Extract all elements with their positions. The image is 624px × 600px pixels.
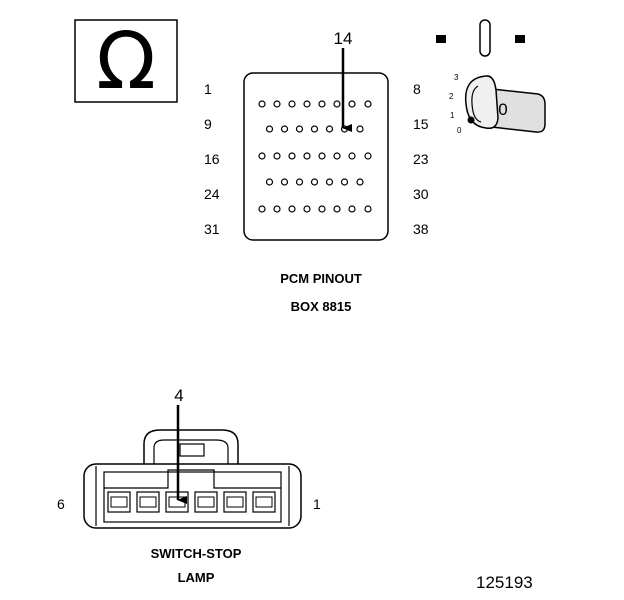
pcm-pin (318, 205, 326, 213)
switch-terminal-contact (110, 496, 128, 508)
connector-keyway (104, 469, 281, 489)
pcm-row1-end-label: 8 (413, 81, 421, 97)
pcm-row3-end-label: 23 (413, 151, 429, 167)
pcm-pin (333, 152, 341, 160)
switch-right-pin-label: 1 (313, 496, 321, 512)
pcm-pin (288, 205, 296, 213)
figure-number: 125193 (476, 573, 533, 592)
pcm-pin (303, 152, 311, 160)
pcm-pin (288, 100, 296, 108)
switch-terminal-row (107, 491, 276, 513)
pcm-pin (303, 205, 311, 213)
pcm-pin (364, 100, 372, 108)
pcm-pin (265, 178, 274, 186)
pcm-pin (364, 205, 372, 213)
pcm-pin (356, 178, 364, 186)
pcm-pin (295, 125, 304, 133)
switch-stop-lamp-connector: 6 1 4 SWITCH-STOP LAMP (57, 386, 321, 585)
ignition-position-1: 1 (450, 111, 455, 120)
pcm-row5-end-label: 38 (413, 221, 429, 237)
pcm-pin (356, 125, 364, 133)
ignition-position-3: 3 (454, 73, 459, 82)
ohmmeter-frame (74, 19, 178, 103)
pcm-pin (310, 178, 319, 186)
ignition-left-marker (436, 35, 446, 43)
pcm-pin (318, 152, 326, 160)
pcm-connector: 1 9 16 24 31 8 15 23 30 38 14 PCM PINOUT… (204, 29, 429, 314)
pcm-pin (295, 178, 304, 186)
pcm-caption-line2: BOX 8815 (291, 299, 352, 314)
key-mark: 0 (498, 100, 507, 119)
key-bow (471, 85, 482, 123)
connector-latch-tab (179, 443, 205, 457)
pcm-pin (280, 125, 289, 133)
pcm-caption-line1: PCM PINOUT (280, 271, 362, 286)
pcm-callout-label: 14 (334, 29, 353, 48)
ignition-right-marker (515, 35, 525, 43)
ignition-key-icon: 0 (464, 75, 546, 133)
pcm-pin (258, 100, 266, 108)
connector-latch-inner (153, 439, 229, 464)
ohm-icon: Ω (96, 17, 156, 107)
pcm-row3-start-label: 16 (204, 151, 220, 167)
pcm-pin (280, 178, 289, 186)
pcm-pin-grid (258, 100, 372, 213)
switch-left-pin-label: 6 (57, 496, 65, 512)
switch-terminal-contact (255, 496, 273, 508)
pcm-pin (325, 178, 334, 186)
pcm-pin (348, 152, 356, 160)
pcm-pin (288, 152, 296, 160)
pcm-pin (348, 100, 356, 108)
pcm-pin (273, 152, 281, 160)
ignition-slot-icon (479, 19, 491, 57)
pcm-row4-start-label: 24 (204, 186, 220, 202)
pcm-row4-end-label: 30 (413, 186, 429, 202)
ohmmeter-symbol: Ω (74, 17, 178, 107)
key-blade (482, 87, 546, 133)
switch-callout-label: 4 (174, 386, 183, 405)
pcm-row2-start-label: 9 (204, 116, 212, 132)
key-position-dot (467, 116, 475, 124)
pcm-pin (325, 125, 334, 133)
pcm-pin (273, 100, 281, 108)
ignition-switch: 3 2 1 0 0 (436, 19, 546, 135)
switch-terminal-contact (197, 496, 215, 508)
pcm-pin (273, 205, 281, 213)
pcm-connector-body (243, 72, 389, 241)
switch-caption-line1: SWITCH-STOP (151, 546, 242, 561)
pcm-pin (258, 152, 266, 160)
switch-terminal-contact (226, 496, 244, 508)
pcm-pin (364, 152, 372, 160)
pcm-pin (303, 100, 311, 108)
pcm-row1-start-label: 1 (204, 81, 212, 97)
pcm-pin (318, 100, 326, 108)
pcm-pin (310, 125, 319, 133)
pcm-row2-end-label: 15 (413, 116, 429, 132)
switch-caption-line2: LAMP (178, 570, 215, 585)
pcm-pin (265, 125, 274, 133)
pcm-pin (340, 178, 349, 186)
pcm-pin (348, 205, 356, 213)
switch-terminal-contact (139, 496, 157, 508)
connector-shell-inner (103, 471, 282, 523)
pcm-pin (258, 205, 266, 213)
pcm-row5-start-label: 31 (204, 221, 220, 237)
pcm-pin (333, 100, 341, 108)
ignition-position-2: 2 (449, 92, 454, 101)
pcm-pin (333, 205, 341, 213)
ignition-position-0: 0 (457, 126, 462, 135)
